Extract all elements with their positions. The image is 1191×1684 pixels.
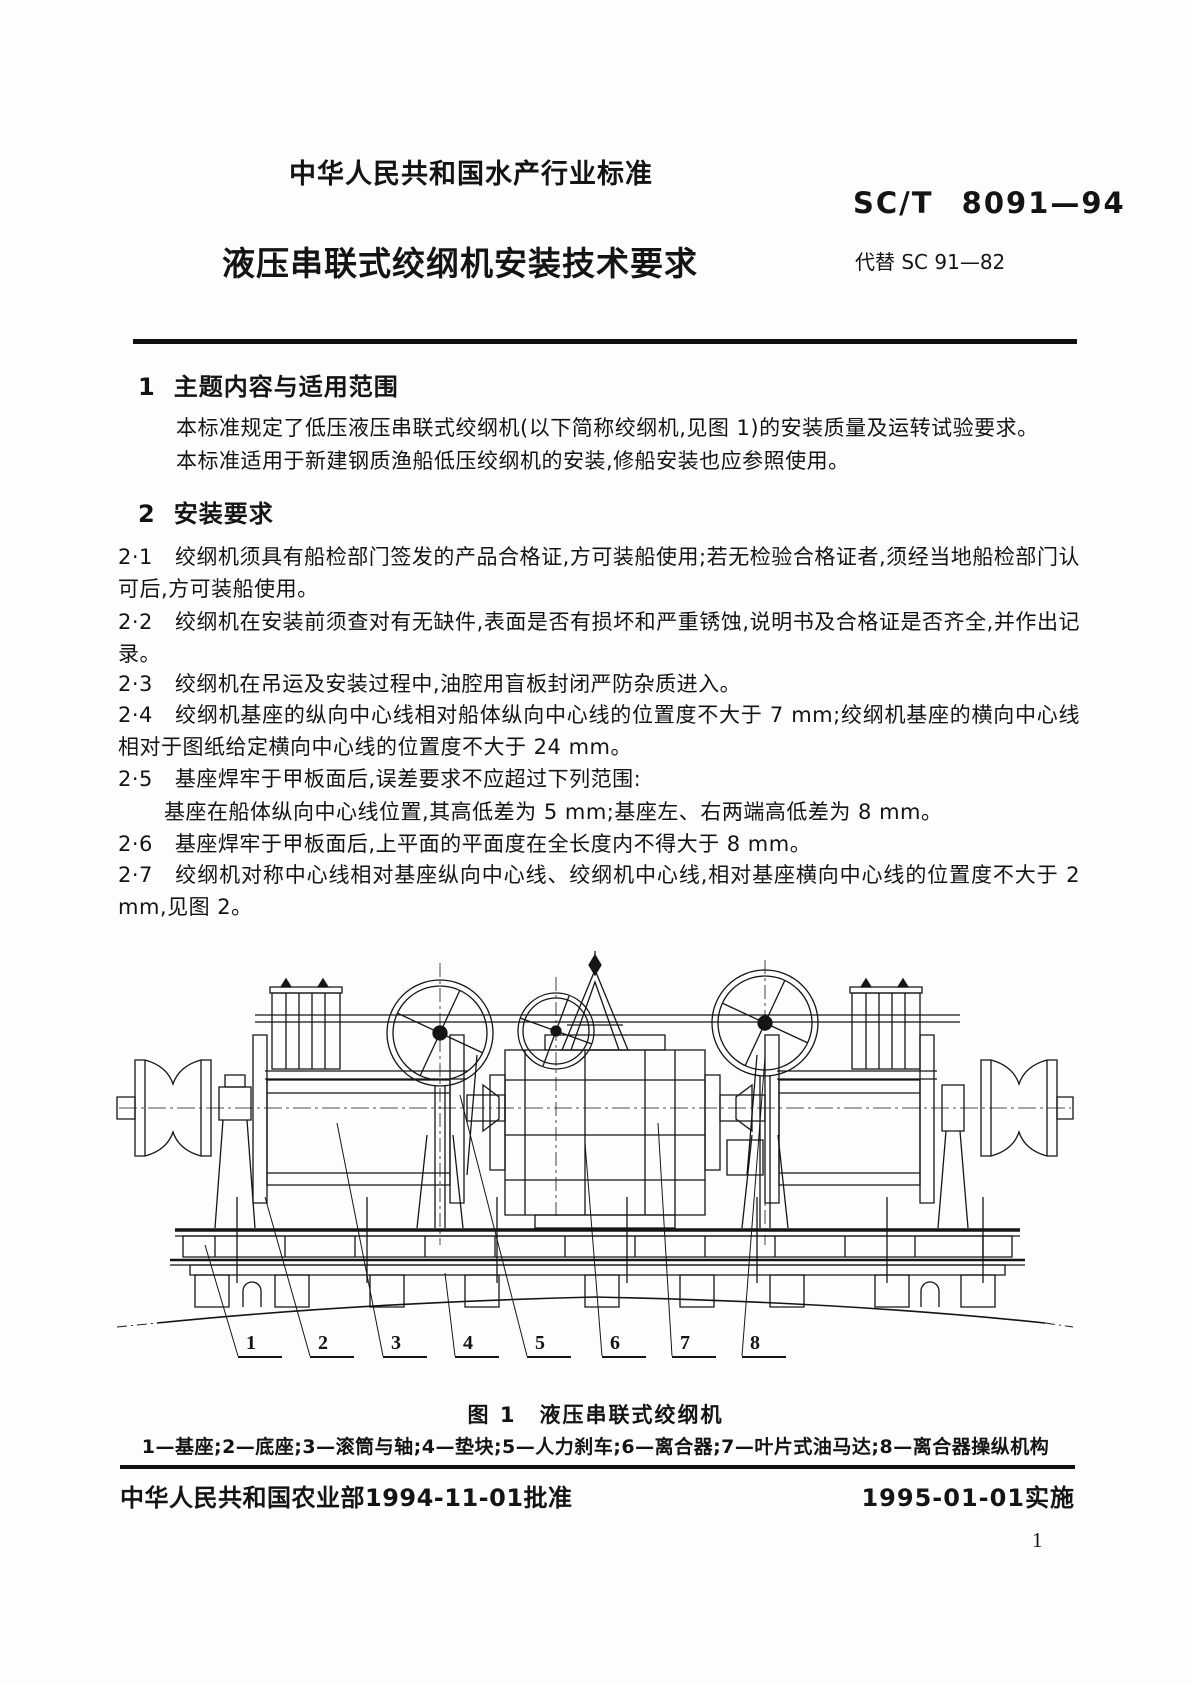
center-a-frame [560, 951, 630, 1050]
right-warping-head [981, 1060, 1073, 1156]
standard-org-line: 中华人民共和国水产行业标准 [289, 159, 653, 190]
section-1-title: 主题内容与适用范围 [173, 373, 399, 401]
replaces-note: 代替 SC 91—82 [855, 250, 1006, 274]
page-title: 液压串联式绞纲机安装技术要求 [222, 244, 698, 283]
bed-frame [170, 1197, 1025, 1307]
approval-line: 中华人民共和国农业部1994-11-01批准 [120, 1484, 573, 1512]
part-label-7: 7 [672, 1332, 716, 1358]
part-label-5: 5 [527, 1332, 571, 1358]
right-brake-handwheel [712, 960, 818, 1245]
standard-code: SC/T 8091—94 [853, 186, 1126, 220]
scope-paragraph-2: 本标准适用于新建钢质渔船低压绞纲机的安装,修船安装也应参照使用。 [176, 449, 850, 473]
section-2-number: 2 [138, 500, 156, 528]
part-label-3: 3 [383, 1332, 427, 1358]
scope-paragraph-1: 本标准规定了低压液压串联式绞纲机(以下简称绞纲机,见图 1)的安装质量及运转试验… [176, 416, 1039, 440]
left-clutch [467, 1055, 505, 1175]
effective-date: 1995-01-01实施 [861, 1484, 1075, 1512]
left-bearing-pedestal [215, 1075, 255, 1228]
section-1-number: 1 [138, 373, 156, 401]
section-2-title: 安装要求 [173, 500, 274, 528]
part-label-1: 1 [238, 1332, 282, 1358]
leader-lines [205, 1057, 765, 1356]
part-label-6: 6 [602, 1332, 646, 1358]
left-brake-block [270, 979, 342, 1069]
figure-1 [115, 935, 1077, 1370]
right-brake-block [850, 979, 922, 1069]
left-warping-head [117, 1060, 211, 1156]
section-2-heading: 2 安装要求 [138, 494, 274, 529]
part-label-8: 8 [742, 1332, 786, 1358]
right-clutch-oil-motor [720, 1055, 765, 1175]
winch-technical-drawing [115, 935, 1077, 1370]
figure-legend: 1—基座;2—底座;3—滚筒与轴;4—垫块;5—人力刹车;6—离合器;7—叶片式… [141, 1436, 1050, 1458]
part-label-4: 4 [455, 1332, 499, 1358]
left-drum [253, 1035, 467, 1203]
center-valve-handwheel [518, 977, 594, 1220]
page-number: 1 [1032, 1528, 1043, 1552]
clause-2-5-detail: 基座在船体纵向中心线位置,其高低差为 5 mm;基座左、右两端高低差为 8 mm… [164, 800, 943, 824]
left-brake-handwheel [387, 963, 493, 1245]
right-drum [765, 1035, 937, 1203]
footer-divider [120, 1465, 1075, 1469]
central-gear-housing [490, 1035, 720, 1228]
deck-line [117, 1297, 1073, 1327]
part-label-2: 2 [310, 1332, 354, 1358]
right-bearing-pedestal [938, 1085, 968, 1228]
header-divider [133, 339, 1077, 344]
section-1-heading: 1 主题内容与适用范围 [138, 367, 399, 402]
figure-caption: 图 1 液压串联式绞纲机 [467, 1403, 724, 1427]
